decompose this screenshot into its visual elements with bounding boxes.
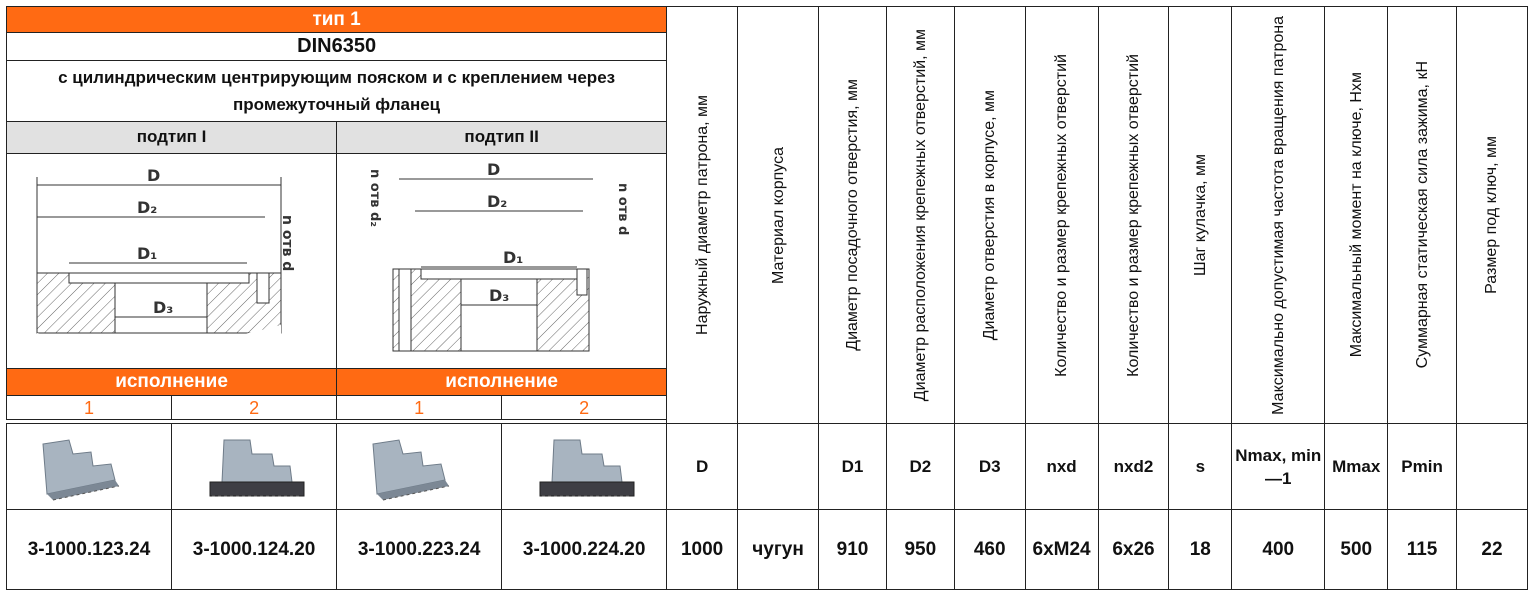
drawing-label-d2: D₂ bbox=[137, 198, 157, 217]
type-description: с цилиндрическим центрирующим пояском и … bbox=[5, 60, 668, 122]
col-header-nmax: Максимально допустимая частота вращения … bbox=[1231, 6, 1326, 424]
part-number-2: 3-1000.124.20 bbox=[171, 509, 338, 590]
part-number-4: 3-1000.224.20 bbox=[501, 509, 668, 590]
drawing-label-d1-2: D₁ bbox=[503, 248, 523, 267]
execution-label-1: исполнение bbox=[5, 367, 338, 396]
version-1-2: 2 bbox=[171, 394, 338, 420]
value-d1: 910 bbox=[818, 509, 887, 590]
symbol-mmax: Mmax bbox=[1324, 423, 1389, 510]
col-header-d2: Диаметр расположения крепежных отверстий… bbox=[885, 6, 955, 424]
col-header-nxd: Количество и размер крепежных отверстий bbox=[1024, 6, 1099, 424]
version-2-1: 1 bbox=[336, 394, 503, 420]
chuck-drawing-2: D D₂ D₁ D₃ n отв d₂ n отв d bbox=[367, 160, 630, 352]
type-label: тип 1 bbox=[5, 5, 668, 34]
drawing-label-d2-2: D₂ bbox=[487, 192, 507, 211]
chuck-drawing-1: D D₂ D₁ D₃ n отв d bbox=[36, 166, 295, 355]
symbol-d: D bbox=[666, 423, 739, 510]
symbol-key bbox=[1455, 423, 1529, 510]
jaw-image-3 bbox=[336, 423, 503, 510]
symbol-pmin: Pmin bbox=[1387, 423, 1457, 510]
drawing-label-d-2: D bbox=[487, 160, 500, 179]
value-nmax: 400 bbox=[1231, 509, 1326, 590]
value-key: 22 bbox=[1455, 509, 1529, 590]
value-d: 1000 bbox=[666, 509, 739, 590]
drawing-subtype-2: D D₂ D₁ D₃ n отв d₂ n отв d bbox=[336, 152, 668, 369]
drawing-label-d1: D₁ bbox=[137, 244, 157, 263]
value-material: чугун bbox=[737, 509, 820, 590]
jaw-image-2 bbox=[171, 423, 338, 510]
jaw-icon bbox=[209, 439, 305, 496]
col-header-pmin: Суммарная статическая сила зажима, кН bbox=[1387, 6, 1457, 424]
version-1-1: 1 bbox=[5, 394, 173, 420]
col-header-material: Материал корпуса bbox=[737, 6, 820, 424]
symbol-nmax: Nmax, min —1 bbox=[1231, 423, 1326, 510]
part-number-1: 3-1000.123.24 bbox=[5, 509, 173, 590]
symbol-s: s bbox=[1168, 423, 1233, 510]
drawing-label-d3-2: D₃ bbox=[489, 286, 509, 305]
symbol-d1: D1 bbox=[818, 423, 887, 510]
value-d3: 460 bbox=[953, 509, 1026, 590]
value-s: 18 bbox=[1168, 509, 1233, 590]
symbol-nxd: nxd bbox=[1024, 423, 1099, 510]
col-header-d3: Диаметр отверстия в корпусе, мм bbox=[953, 6, 1026, 424]
drawing-label-hole-2: n отв d bbox=[615, 183, 630, 235]
drawing-label-hole: n отв d bbox=[279, 215, 295, 271]
col-header-s: Шаг кулачка, мм bbox=[1168, 6, 1233, 424]
jaw-icon bbox=[372, 438, 450, 500]
value-nxd2: 6х26 bbox=[1097, 509, 1170, 590]
drawing-subtype-1: D D₂ D₁ D₃ n отв d bbox=[5, 152, 338, 369]
symbol-d3: D3 bbox=[953, 423, 1026, 510]
symbol-material bbox=[737, 423, 820, 510]
subtype-1-label: подтип I bbox=[5, 120, 338, 154]
subtype-2-label: подтип II bbox=[336, 120, 668, 154]
standard-label: DIN6350 bbox=[5, 32, 668, 62]
jaw-image-1 bbox=[5, 423, 173, 510]
jaw-icon bbox=[539, 439, 635, 496]
value-pmin: 115 bbox=[1387, 509, 1457, 590]
spec-table: тип 1 Наружный диаметр патрона, мм Матер… bbox=[5, 5, 1529, 590]
jaw-image-4 bbox=[501, 423, 668, 510]
symbol-nxd2: nxd2 bbox=[1097, 423, 1170, 510]
execution-label-2: исполнение bbox=[336, 367, 668, 396]
col-header-mmax: Максимальный момент на ключе, Нхм bbox=[1324, 6, 1389, 424]
value-mmax: 500 bbox=[1324, 509, 1389, 590]
symbol-d2: D2 bbox=[885, 423, 955, 510]
drawing-label-d: D bbox=[147, 166, 160, 185]
col-header-d: Наружный диаметр патрона, мм bbox=[666, 6, 739, 424]
jaw-icon bbox=[42, 438, 120, 500]
drawing-label-hole2: n отв d₂ bbox=[367, 169, 382, 227]
col-header-d1: Диаметр посадочного отверстия, мм bbox=[818, 6, 887, 424]
version-2-2: 2 bbox=[501, 394, 668, 420]
part-number-3: 3-1000.223.24 bbox=[336, 509, 503, 590]
col-header-nxd2: Количество и размер крепежных отверстий bbox=[1097, 6, 1170, 424]
value-nxd: 6хМ24 bbox=[1024, 509, 1099, 590]
drawing-label-d3: D₃ bbox=[153, 298, 173, 317]
col-header-key: Размер под ключ, мм bbox=[1455, 6, 1529, 424]
value-d2: 950 bbox=[885, 509, 955, 590]
